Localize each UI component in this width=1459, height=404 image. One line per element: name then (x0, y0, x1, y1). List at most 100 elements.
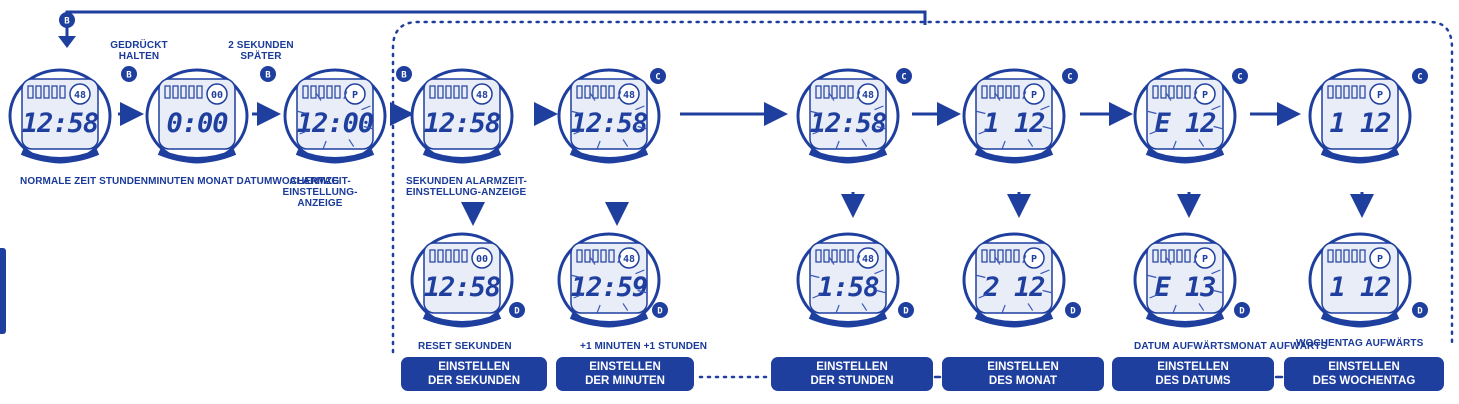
watch-row2-4-bar (997, 249, 1004, 263)
watch-row1-3-bar (326, 85, 333, 99)
alarm-caption-line3: ANZEIGE (297, 198, 343, 209)
button-d-badge-4-letter: D (1070, 307, 1076, 317)
button-d-badge-2-letter: D (657, 307, 663, 317)
button-d-badge-1-circle (509, 302, 525, 318)
watch-row2-4-bar (1005, 249, 1012, 263)
watch-row2-3-bar (831, 249, 838, 263)
watch-row1-9-indicator-ring (1369, 83, 1391, 105)
watch-row2-1-indicator: 00 (476, 254, 488, 265)
minutes-caption: +1 MINUTEN +1 STUNDEN (580, 341, 708, 352)
watch-row2-5-bar (1176, 249, 1183, 263)
watch-row2-4-time-display: 2 12 (982, 272, 1044, 303)
watch-row2-1-bar (437, 249, 444, 263)
side-tab-marker (0, 248, 6, 334)
button-d-badge-5-letter: D (1239, 307, 1245, 317)
watch-row1-3-flash-ray (299, 129, 309, 135)
watch-row1-5-bar (584, 85, 591, 99)
watch-row1-1-bar (43, 85, 50, 99)
watch-row2-5-bar (1168, 249, 1175, 263)
watch-row2-5-flash-ray (1146, 274, 1157, 279)
seconds-caption-line1: SEKUNDEN ALARMZEIT- (406, 176, 527, 187)
watch-row1-8-flash-ray (1165, 93, 1172, 101)
watch-row2-3-flash-ray (835, 304, 840, 313)
watch-row2-3-bezel (808, 313, 888, 327)
watch-row2-4-indicator: P (1031, 254, 1037, 265)
watch-row2-5-bezel (1145, 313, 1225, 327)
watch-row1-6-bar-graph (815, 85, 854, 99)
watch-row2-1-bar (445, 249, 452, 263)
watch-row1-9-bar (1335, 85, 1342, 99)
watch-row1-3-flash-ray (363, 125, 374, 130)
watch-row1-8-time-display: E 12 (1154, 108, 1215, 139)
watch-row2-6-bar (1343, 249, 1350, 263)
seconds-caption-line2: EINSTELLUNG-ANZEIGE (406, 187, 527, 198)
watch-row1-4-bar (461, 85, 468, 99)
watch-row1-3-flash-ray (315, 93, 322, 101)
watch-row1-9-bar (1351, 85, 1358, 99)
setting-step-month-line2: DES MONAT (988, 375, 1058, 387)
button-d-badge-4-circle (1065, 302, 1081, 318)
watch-row1-2-bar (172, 85, 179, 99)
watch-row2-3-flash-ray (828, 257, 835, 265)
button-b-badge-2-circle (260, 66, 276, 82)
watch-row1-3-flash-ray (343, 91, 348, 100)
watch-row1-6-flash-ray (861, 139, 868, 147)
watch-row1-7-flash-rays (975, 91, 1053, 149)
button-c-badge-5: C (1412, 68, 1428, 84)
watch-row1-9-bar (1343, 85, 1350, 99)
watch-row2-5-flash-ray (1211, 269, 1221, 275)
watch-row2-4-bezel (974, 313, 1054, 327)
watch-row1-7-flash-ray (1027, 139, 1034, 147)
watch-row1-3-flash-ray (348, 139, 355, 147)
hold-label: GEDRÜCKT HALTEN (100, 40, 178, 62)
watch-row1-4-bar (429, 85, 436, 99)
watch-row2-3-flash-ray (856, 255, 861, 264)
watch-row2-2-indicator-ring (618, 247, 640, 269)
watch-row2-4-bar (1013, 249, 1020, 263)
watch-row2-4-bar (981, 249, 988, 263)
watch-row1-2: 000:00 (145, 68, 249, 164)
watch-row2-6-indicator-ring (1369, 247, 1391, 269)
watch-row1-3-bar (310, 85, 317, 99)
watch-row1-7-flash-ray (1001, 140, 1006, 149)
watch-row1-3-bezel (295, 149, 375, 163)
watch-row1-5-flash-ray (622, 139, 629, 147)
watch-row1-7-bar (981, 85, 988, 99)
watch-row1-4-bar (437, 85, 444, 99)
watch-row1-2-time-display: 0:00 (166, 108, 228, 139)
watch-row2-5: PE 13 (1133, 232, 1237, 328)
watch-row2-1-bar (461, 249, 468, 263)
watch-row1-6-flash-ray (856, 91, 861, 100)
hold-label-line2: HALTEN (118, 51, 160, 62)
reset-caption: RESET SEKUNDEN (418, 341, 512, 352)
setting-step-month: EINSTELLEN DES MONAT (942, 357, 1104, 391)
watch-row1-1-bar (59, 85, 66, 99)
watch-row2-5-flash-ray (1213, 289, 1224, 294)
watch-row1-6-flash-ray (828, 93, 835, 101)
watch-row1-8-flash-rays (1146, 91, 1224, 149)
watch-row2-3-flash-ray (812, 293, 822, 299)
setting-step-date-line1: EINSTELLEN (1157, 361, 1229, 373)
watch-row1-7-flash-ray (978, 129, 988, 135)
watch-row1-1-bar-graph (27, 85, 66, 99)
row1-caption: NORMALE ZEIT STUNDENMINUTEN MONAT DATUMW… (20, 176, 340, 187)
watch-row1-4-indicator-ring (471, 83, 493, 105)
date-month-caption: DATUM AUFWÄRTSMONAT AUFWÄRTS (1134, 341, 1328, 352)
watch-row1-6-bar (839, 85, 846, 99)
watch-row2-5-bar (1160, 249, 1167, 263)
watch-row1-1-bar (51, 85, 58, 99)
watch-row1-6-flash-rays (809, 91, 887, 149)
watch-row1-3-bar (302, 85, 309, 99)
watch-row1-3-flash-rays (296, 91, 374, 149)
watch-row2-5-flash-ray (1172, 304, 1177, 313)
setting-step-seconds: EINSTELLEN DER SEKUNDEN (401, 357, 547, 391)
button-b-badge-3: B (396, 66, 412, 82)
watch-row2-2-flash-ray (637, 289, 648, 294)
watch-row1-2-bar-graph (164, 85, 203, 99)
watch-row1-7-bar (989, 85, 996, 99)
watch-row1-7-indicator: P (1031, 90, 1037, 101)
button-c-badge-1-circle (650, 68, 666, 84)
watch-row2-4-flash-ray (1022, 255, 1027, 264)
